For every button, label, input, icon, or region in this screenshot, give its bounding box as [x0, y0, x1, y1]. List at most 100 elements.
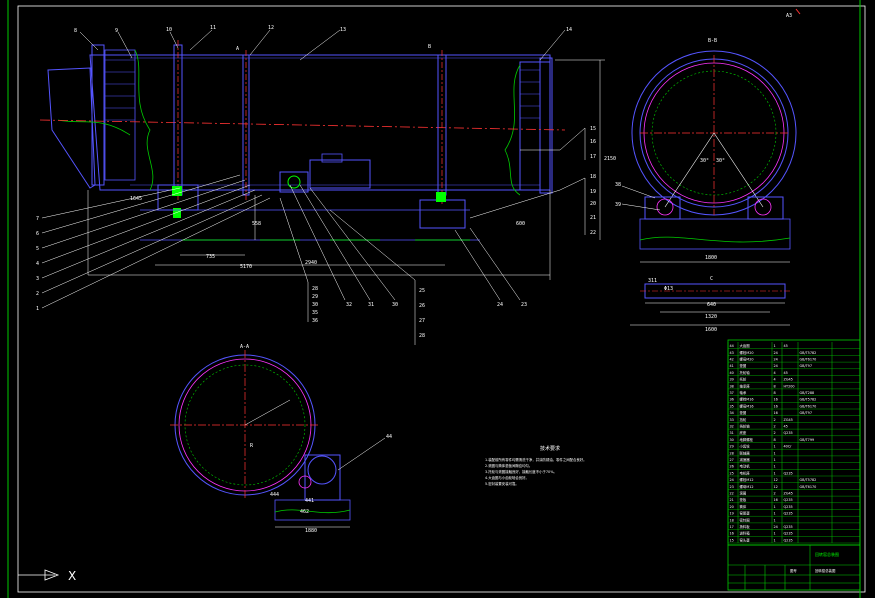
parts-cell: Q235: [784, 525, 793, 529]
view-a-marker: A: [236, 46, 239, 52]
parts-cell: 42: [730, 358, 734, 362]
parts-cell: 垫圈: [740, 410, 747, 415]
tech-note-2: 2.滚圈与筒体垫板间隙应均匀。: [485, 463, 532, 468]
parts-cell: 扬料板: [740, 524, 751, 529]
main-elevation-view: [39, 40, 566, 241]
balloon-32: 32: [346, 302, 352, 308]
parts-cell: 1: [774, 512, 776, 516]
balloon-9: 9: [115, 28, 118, 34]
parts-cell: 36: [730, 398, 734, 402]
bb-angle-left: 30°: [700, 158, 709, 164]
parts-cell: 18: [730, 518, 734, 522]
parts-cell: 32: [730, 425, 734, 429]
parts-cell: 轴承座: [740, 383, 751, 388]
parts-cell: 电机座: [740, 470, 751, 475]
parts-cell: 底座: [740, 430, 747, 435]
parts-cell: 20: [730, 505, 734, 509]
c-dim-311: 311: [648, 278, 657, 284]
parts-cell: Q235: [784, 538, 793, 542]
parts-cell: Q235: [784, 471, 793, 475]
balloon-4: 4: [36, 261, 39, 267]
balloon-27: 27: [419, 318, 425, 324]
view-b-marker: B: [428, 44, 431, 50]
parts-cell: 4: [774, 378, 776, 382]
parts-cell: 37: [730, 391, 734, 395]
inner-frame: [17, 5, 866, 593]
tech-note-3: 3.托轮与滚圈接触良好，接触长度不小于70%。: [485, 469, 557, 474]
parts-cell: GB/T288: [800, 391, 815, 395]
parts-cell: 滚圈: [740, 491, 747, 496]
parts-cell: ZG45: [784, 378, 793, 382]
parts-cell: Q235: [784, 532, 793, 536]
parts-cell: Q235: [784, 512, 793, 516]
balloon-6: 6: [36, 231, 39, 237]
balloon-30a: 30: [312, 302, 318, 308]
parts-cell: 2: [774, 492, 776, 496]
balloon-36: 36: [312, 318, 318, 324]
right-leaders: 15 16 17 18 19 20 21 22: [469, 126, 596, 236]
bb-angle-right: 30°: [716, 158, 725, 164]
balloon-29: 29: [312, 294, 318, 300]
parts-cell: GB/T5782: [800, 351, 817, 355]
parts-cell: 29: [730, 445, 734, 449]
balloon-35: 35: [312, 310, 318, 316]
balloon-26: 26: [419, 303, 425, 309]
parts-cell: HT200: [784, 384, 795, 388]
parts-cell: 挡轮轴: [740, 424, 751, 429]
dim-600: 600: [516, 221, 525, 227]
parts-cell: 35: [730, 404, 734, 408]
parts-cell: 窑头罩: [740, 537, 751, 542]
view-c: C 640 1320 1600 311 Φ13: [630, 276, 790, 333]
parts-cell: 螺栓M16: [740, 397, 754, 402]
parts-cell: 16: [774, 498, 778, 502]
parts-cell: GB/T799: [800, 438, 815, 442]
parts-cell: 28: [730, 451, 734, 455]
parts-cell: 1: [774, 451, 776, 455]
balloon-14: 14: [566, 27, 572, 33]
parts-cell: 33: [730, 418, 734, 422]
dim-2940: 2940: [305, 260, 317, 266]
parts-cell: 2: [774, 418, 776, 422]
dim-1645: 1645: [130, 196, 142, 202]
parts-cell: 螺栓M12: [740, 477, 754, 482]
balloon-13: 13: [340, 27, 346, 33]
balloon-38: 38: [615, 182, 621, 188]
parts-cell: 轴承: [740, 390, 747, 395]
parts-cell: ZG45: [784, 492, 793, 496]
technical-notes: 技术要求 1.装配前所有零件均需清洗干净，并涂防锈油。零件之间配合良好。 2.滚…: [485, 445, 587, 486]
parts-cell: 22: [730, 492, 734, 496]
parts-cell: 8: [774, 438, 776, 442]
parts-cell: 1: [774, 505, 776, 509]
parts-cell: 30: [730, 438, 734, 442]
parts-cell: 16: [730, 532, 734, 536]
parts-cell: 16: [774, 404, 778, 408]
balloon-28b: 28: [419, 333, 425, 339]
ucs-x-label: X: [68, 569, 76, 583]
parts-cell: 15: [730, 538, 734, 542]
balloon-39: 39: [615, 202, 621, 208]
parts-cell: 17: [730, 525, 734, 529]
tech-note-4: 4.大齿圈与小齿轮啮合良好。: [485, 475, 529, 480]
view-c-label: C: [710, 276, 713, 282]
parts-cell: 24: [774, 351, 778, 355]
section-aa-view: A-A R 44 444 441 462 1880: [170, 344, 392, 534]
dim-5170: 5170: [240, 264, 252, 270]
parts-cell: 密封圈: [740, 517, 751, 522]
c-dim-13: Φ13: [664, 286, 673, 292]
parts-cell: 8: [774, 384, 776, 388]
parts-cell: 40: [730, 371, 734, 375]
balloon-24: 24: [497, 302, 503, 308]
dim-735: 735: [206, 254, 215, 260]
ucs-icon: X: [18, 569, 76, 583]
parts-cell: 1: [774, 458, 776, 462]
parts-cell: 43: [730, 351, 734, 355]
parts-cell: 24: [730, 478, 734, 482]
parts-cell: 25: [730, 471, 734, 475]
balloon-28a: 28: [312, 286, 318, 292]
parts-cell: 45: [784, 371, 788, 375]
parts-cell: 螺母M12: [740, 484, 754, 489]
parts-cell: 44: [730, 344, 734, 348]
parts-cell: 31: [730, 431, 734, 435]
